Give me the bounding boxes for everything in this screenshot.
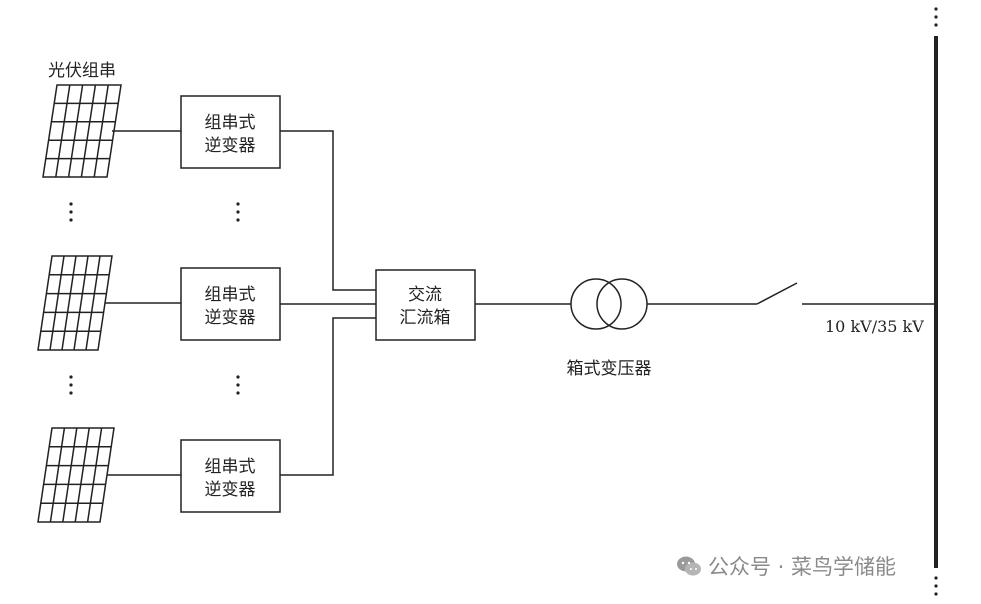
ac-combiner-box — [375, 269, 476, 341]
string-inverter-box — [180, 95, 281, 169]
wechat-icon — [677, 556, 701, 576]
transformer-label: 箱式变压器 — [567, 359, 652, 379]
bus-continuation-dots — [934, 7, 938, 596]
inverter-label: 组串式 — [205, 285, 256, 305]
watermark-text: 公众号 · 菜鸟学储能 — [708, 555, 897, 579]
pv-panel-icon — [37, 427, 115, 523]
inverter-label: 逆变器 — [205, 308, 256, 328]
inverter-label: 组串式 — [205, 113, 256, 133]
voltage-label: 10 kV/35 kV — [825, 317, 924, 336]
vertical-ellipsis — [236, 375, 240, 395]
pv-panel-icon — [37, 255, 113, 351]
switch-icon — [756, 282, 798, 305]
vertical-ellipsis — [69, 375, 73, 395]
transformer-icon — [570, 278, 648, 330]
combiner-label: 交流 — [408, 285, 442, 305]
combiner-label: 汇流箱 — [400, 308, 451, 328]
pv-string-label: 光伏组串 — [48, 61, 116, 81]
vertical-ellipsis — [236, 202, 240, 222]
string-inverter-box — [180, 439, 281, 513]
vertical-ellipsis — [69, 202, 73, 222]
pv-panel-icon — [42, 84, 122, 178]
inverter-combiner-wire — [280, 130, 376, 291]
inverter-combiner-wire — [280, 317, 376, 476]
inverter-label: 组串式 — [205, 457, 256, 477]
inverter-label: 逆变器 — [205, 480, 256, 500]
watermark: 公众号 · 菜鸟学储能 — [676, 551, 896, 581]
inverter-label: 逆变器 — [205, 136, 256, 156]
